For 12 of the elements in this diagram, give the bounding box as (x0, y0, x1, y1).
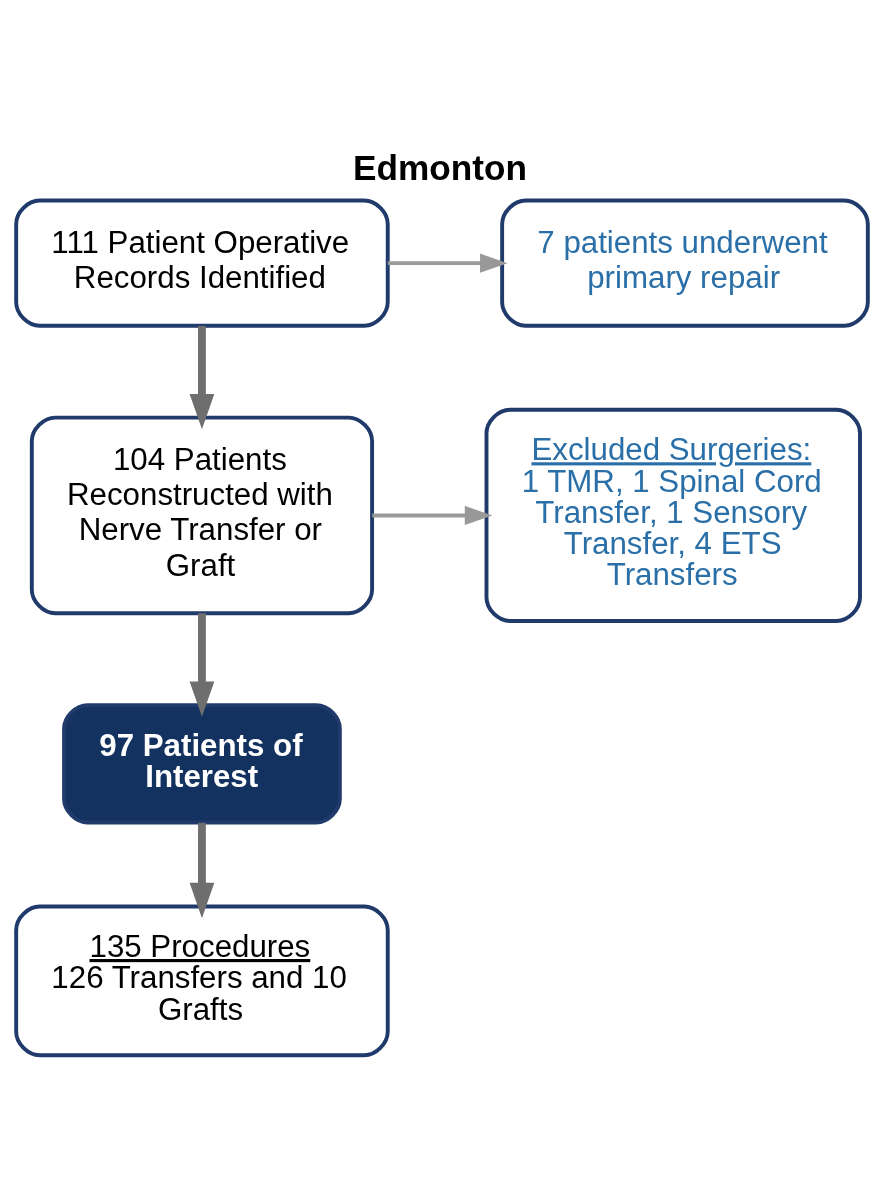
node-box: 104 Patients Reconstructed with Nerve Transfer or Graft (29, 415, 375, 616)
arrow (387, 253, 508, 273)
diagram-title: Edmonton (353, 147, 527, 187)
arrow (372, 505, 493, 526)
node-box: 135 Procedures 126 Transfers and 10 Grafts (14, 904, 390, 1058)
node-box: 7 patients underwent primary repair (500, 198, 870, 328)
node-box: 97 Patients of Interest (62, 703, 342, 825)
arrow (189, 613, 215, 717)
arrow (189, 325, 215, 430)
node-box: 111 Patient Operative Records Identified (14, 198, 390, 328)
arrow (189, 822, 215, 919)
node-box: Excluded Surgeries: 1 TMR, 1 Spinal Cord Transfer, 1 Sensory Transfer, 4 ETS Transfers (484, 407, 862, 623)
